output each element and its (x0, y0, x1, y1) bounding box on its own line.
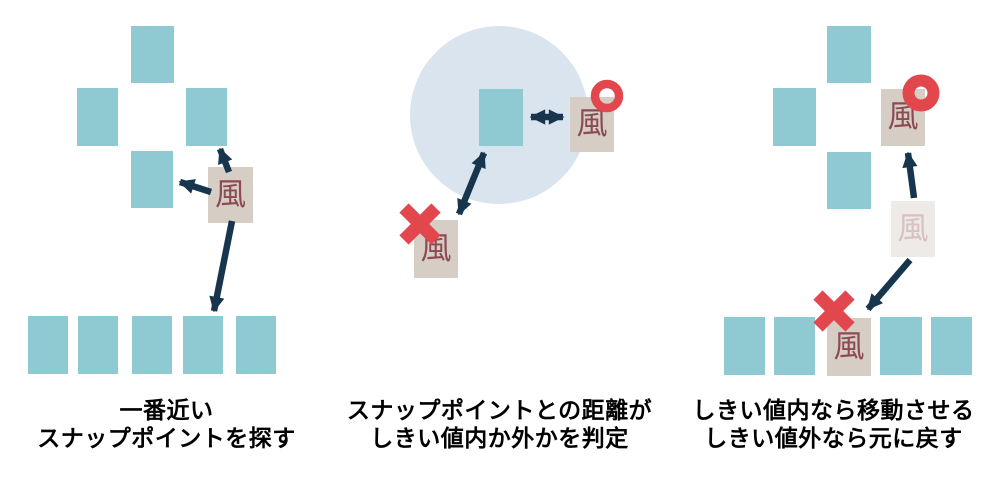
arrow-to-bottom-square-icon (178, 178, 212, 196)
mahjong-tile-wind-outside: 風 (414, 220, 458, 278)
snap-point-square (724, 317, 765, 375)
snap-point-square (479, 89, 523, 146)
panel-judge-threshold: 風 風 スナップポイントとの距離が しきい値内か外かを判定 (333, 0, 666, 492)
snap-point-square (236, 316, 276, 374)
snap-point-square (186, 88, 227, 146)
mahjong-tile-wind-snapped: 風 (881, 89, 925, 146)
snap-point-square (827, 26, 871, 83)
snap-point-square (183, 316, 223, 374)
snap-point-square (131, 151, 173, 208)
caption-line-1: スナップポイントとの距離が (346, 397, 653, 423)
move-up-arrow-icon (902, 151, 918, 199)
mahjong-tile-wind-reverted: 風 (827, 318, 871, 376)
mahjong-tile-wind-ghost: 風 (891, 201, 935, 257)
snap-point-square (774, 317, 815, 375)
caption-line-2: しきい値外なら元に戻す (704, 425, 963, 451)
wind-kanji: 風 (576, 106, 608, 142)
caption-line-2: スナップポイントを探す (37, 425, 296, 451)
caption-line-2: しきい値内か外かを判定 (370, 425, 629, 451)
panel-move-or-revert: 風 風 風 しきい値内なら移動させる しきい値外なら元に戻す (667, 0, 1000, 492)
wind-kanji: 風 (420, 230, 452, 267)
snap-point-square (880, 317, 922, 375)
caption-line-1: しきい値内なら移動させる (692, 397, 975, 423)
wind-kanji-ghost: 風 (897, 210, 929, 247)
snap-point-square (931, 317, 972, 375)
mahjong-tile-wind: 風 (208, 167, 253, 223)
wind-kanji: 風 (833, 328, 865, 365)
caption-panel-1: 一番近い スナップポイントを探す (0, 396, 333, 452)
snap-point-square (773, 88, 816, 146)
revert-arrow-icon (865, 257, 913, 312)
snap-point-square (77, 88, 118, 146)
panel-find-nearest: 風 一番近い スナップポイントを探す (0, 0, 333, 492)
arrow-to-row-square-icon (209, 220, 236, 313)
caption-line-1: 一番近い (119, 397, 214, 423)
snap-point-square (78, 316, 118, 374)
caption-panel-2: スナップポイントとの距離が しきい値内か外かを判定 (333, 396, 666, 452)
mahjong-tile-wind-inside: 風 (570, 97, 614, 152)
snap-point-square (28, 316, 68, 374)
wind-kanji: 風 (887, 99, 919, 135)
wind-kanji: 風 (215, 176, 246, 213)
snap-point-square (132, 316, 172, 374)
snap-point-square (827, 152, 871, 209)
caption-panel-3: しきい値内なら移動させる しきい値外なら元に戻す (667, 396, 1000, 452)
snap-point-square (131, 26, 174, 83)
